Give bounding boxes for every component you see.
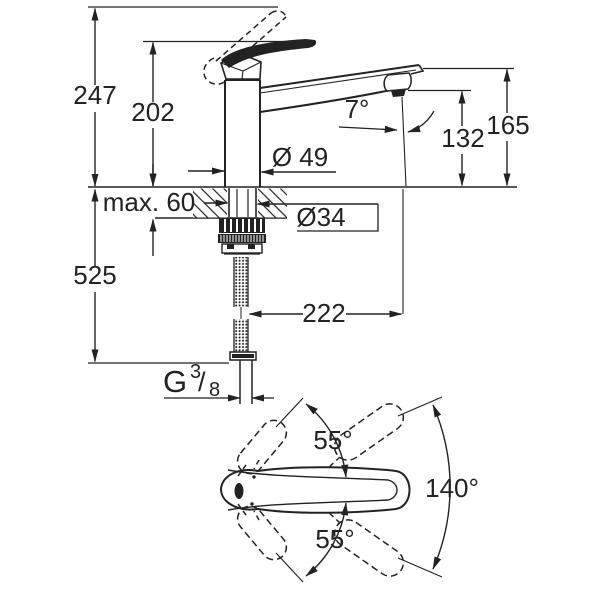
shank-diameter-flag [297,204,379,232]
dimension-spout-height: 165 [423,67,530,187]
hose-lower-edges [233,319,249,352]
radial-line-upper [275,397,304,428]
bracket-clip-left [227,244,234,249]
lever-handle [221,39,317,68]
side-view: 247 202 Ø 49 max. 60 Ø [73,6,530,404]
arc-140 [432,404,451,570]
lever-angle-up-label: 55° [313,425,352,455]
counter-hatch-right [258,188,287,218]
dimension-shank-diameter: Ø34 [204,199,379,232]
hose-upper [234,257,248,307]
lever-raised-dashed [203,10,287,85]
lever-dot-lower [250,502,254,506]
dimension-overall-height: 247 [73,6,278,187]
angle-annotations: 55° 55° 140° [275,396,479,583]
base-diameter-label: Ø 49 [272,142,328,172]
dimensions: 247 202 Ø 49 max. 60 Ø [73,6,530,402]
bracket-clip-right [248,244,255,249]
spout-reach-label: 222 [302,298,345,328]
spout-bottom-edge [259,89,392,113]
deck-thickness-label: max. 60 [103,187,196,217]
thread-slash: / [198,367,206,397]
annotation-spout-angle: 7° [338,94,435,133]
dimension-body-height: 202 [131,40,316,187]
overall-height-label: 247 [73,80,116,110]
spout-angle-arc [407,110,435,133]
hose-connector-band [232,354,254,358]
arc-55-lower [305,502,349,577]
lever-position-lower-left [236,505,288,561]
dimension-spout-reach: 222 [248,189,404,328]
spout-inner-edge [259,69,417,94]
thread-letter: G [163,364,187,399]
top-view: 55° 55° 140° [219,396,479,583]
dimension-outlet-height: 132 [408,89,485,187]
water-stream-line [401,96,407,187]
spout-tip-lip [410,64,425,75]
lever-knob-mark [234,483,244,499]
spout-top-edge [259,64,420,89]
mounting-assembly [218,188,266,404]
mounting-nut-ribs [224,219,262,232]
body-outline [224,79,261,187]
lever-position-upper-left [236,419,288,475]
swivel-range-label: 140° [425,473,479,503]
radial-line-lower [275,552,304,583]
spout-height-label: 165 [486,110,529,140]
connection-tube [239,360,253,404]
thread-denominator: 8 [209,379,220,401]
aerator-nozzle [391,89,406,97]
lever-plan-inner [227,469,398,511]
dimension-hose-length: 525 [73,188,229,364]
outlet-height-label: 132 [441,123,484,153]
dimension-base-diameter: Ø 49 [188,142,336,176]
lever-dot-upper [252,475,256,479]
lever-angle-down-label: 55° [315,524,354,554]
dimension-deck-thickness: max. 60 [103,164,196,256]
annotation-thread: G 3 / 8 [163,361,274,402]
shank-inner-lines [236,189,249,217]
mounting-bracket [221,243,263,254]
spout-angle-leader [338,125,398,133]
shank-tube [228,188,257,217]
body-height-label: 202 [131,97,174,127]
spout-angle-label: 7° [345,94,370,124]
thread-numerator: 3 [190,361,201,383]
faucet-body [203,10,425,187]
arc-140-tick-upper [397,396,443,417]
shank-diameter-label: Ø34 [296,202,345,232]
arc-140-tick-lower [397,557,443,578]
arc-55-upper [305,403,349,478]
hose-upper-edges [233,257,249,307]
spout [259,64,425,187]
hose-length-label: 525 [73,260,116,290]
hose-lower [234,319,248,352]
knurl-ribs [220,235,264,242]
aerator [383,72,412,92]
